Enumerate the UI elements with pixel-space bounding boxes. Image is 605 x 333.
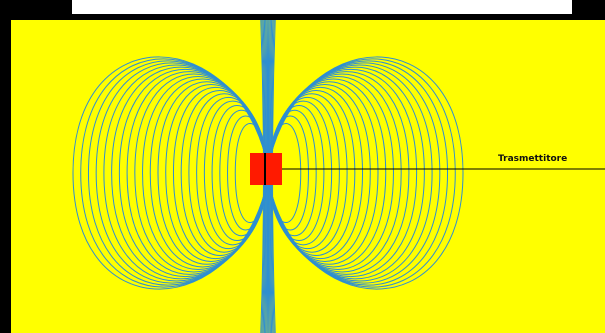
field-line — [267, 60, 449, 286]
field-line — [267, 76, 394, 270]
field-line — [134, 73, 269, 273]
field-line — [267, 68, 418, 278]
field-line — [87, 60, 269, 286]
top-white-strip — [72, 0, 572, 14]
field-line — [267, 81, 379, 265]
transmitter-label: Trasmettitore — [498, 154, 568, 164]
field-line — [267, 71, 410, 275]
field-line — [126, 71, 269, 275]
field-diagram-panel: Trasmettitore — [11, 20, 605, 333]
field-line-loops — [72, 20, 464, 333]
field-line — [95, 62, 269, 284]
field-line — [267, 86, 364, 260]
magnetic-field-lines-svg — [72, 20, 605, 333]
field-line — [118, 68, 269, 278]
field-line — [142, 76, 269, 270]
field-line — [267, 78, 387, 268]
field-line — [72, 56, 269, 290]
field-line — [267, 73, 402, 273]
field-line — [267, 62, 441, 284]
field-line — [267, 56, 464, 290]
